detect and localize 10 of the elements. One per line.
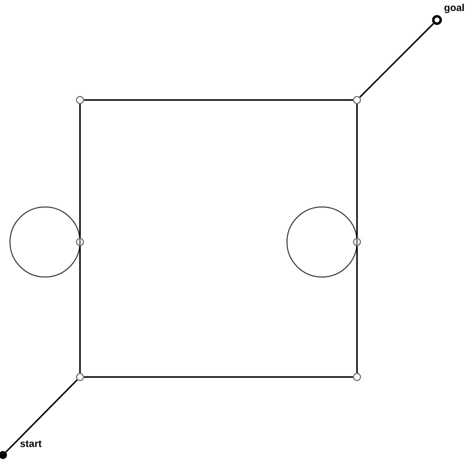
edge-line [356, 104, 358, 238]
edge-line [356, 246, 358, 373]
point-label: start [20, 439, 42, 450]
edge-line [359, 23, 434, 98]
edge-line [84, 99, 353, 101]
edge-line [5, 379, 78, 453]
point-label: goal [444, 3, 465, 14]
edge-line [79, 104, 81, 238]
edge-line [79, 246, 81, 373]
edge-line [84, 376, 353, 378]
